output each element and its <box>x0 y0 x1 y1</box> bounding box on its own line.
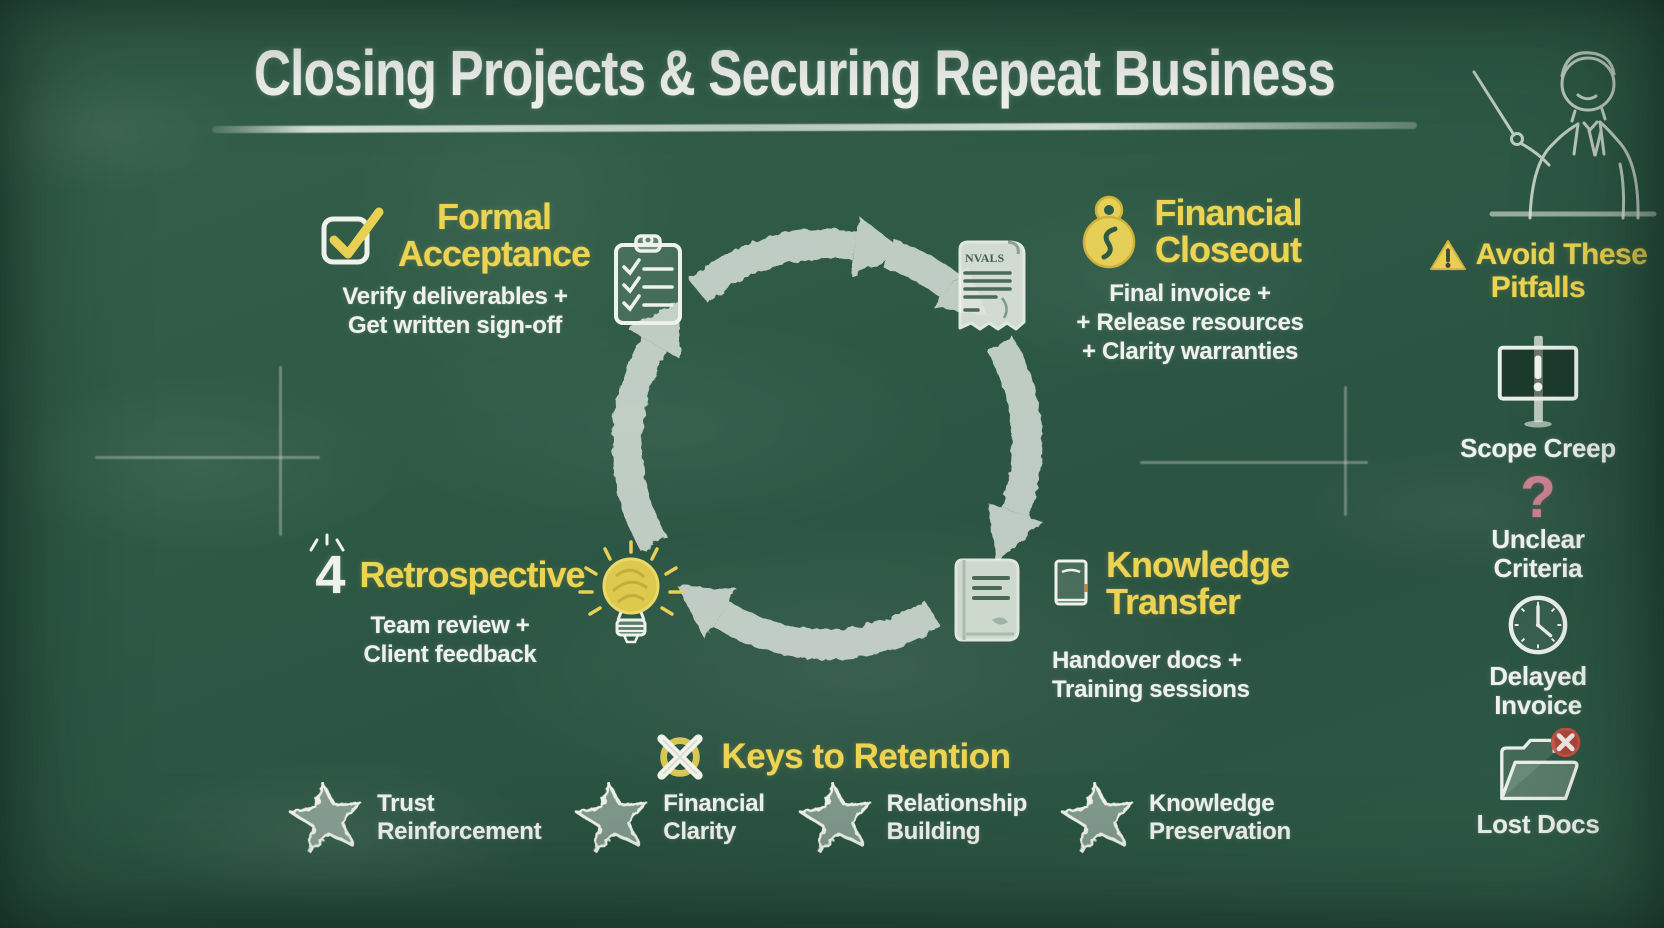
lightbulb-icon <box>578 540 684 644</box>
stage-retrospective: 4 Retrospective Team review + Client fee… <box>290 533 610 670</box>
stage-desc-line: + Release resources <box>1076 308 1304 336</box>
stage-desc-line: Team review + <box>370 612 530 639</box>
sparkle-icon <box>309 533 345 552</box>
pitfall-label-scope-creep: Scope Creep <box>1460 433 1616 464</box>
book-icon <box>954 558 1020 642</box>
retention-header: Keys to Retention <box>0 730 1664 784</box>
stage-title-line: Knowledge <box>1106 544 1290 585</box>
stage-desc-line: + Clarity warranties <box>1081 337 1299 365</box>
clipboard-checklist-icon <box>614 234 682 325</box>
star-icon <box>1061 781 1134 853</box>
receipt-gibberish-label: NVALS <box>965 251 1004 265</box>
pitfalls-title: Avoid These Pitfalls <box>1429 238 1648 304</box>
pointer-stick-icon <box>1472 70 1516 137</box>
chalk-scratch-line <box>279 366 282 536</box>
pitfall-label-lost-docs: Lost Docs <box>1476 809 1600 840</box>
stage-desc-line: Client feedback <box>363 640 537 668</box>
retention-label-line: Trust <box>377 790 435 818</box>
star-icon <box>289 781 362 853</box>
lost-folder-icon <box>1500 728 1581 801</box>
stage-title-line: Closeout <box>1154 229 1302 270</box>
retention-label-line: Preservation <box>1149 818 1291 845</box>
retention-label-line: Clarity <box>663 818 736 845</box>
stage-knowledge-transfer: Knowledge Transfer Handover docs + Train… <box>1052 546 1352 704</box>
retention-item: Relationship Building <box>799 778 1027 858</box>
money-bag-icon <box>1083 195 1136 269</box>
stage-title-line: Financial <box>1154 191 1302 233</box>
retention-item: Knowledge Preservation <box>1061 778 1291 858</box>
stage-title-line: Transfer <box>1106 581 1241 623</box>
chalk-scratch-line <box>95 456 320 459</box>
title-underline <box>211 121 1418 134</box>
stage-desc-line: Verify deliverables + <box>342 282 568 310</box>
pitfall-label-unclear-criteria: Unclear Criteria <box>1491 523 1585 583</box>
chalk-scratch-line <box>1344 386 1347 516</box>
star-icon <box>799 781 871 853</box>
retention-label-line: Building <box>886 818 981 845</box>
crossed-keys-icon <box>657 734 704 780</box>
stage-financial-closeout: Financial Closeout Final invoice + + Rel… <box>1020 192 1360 366</box>
retention-label-line: Reinforcement <box>377 818 542 845</box>
number-4: 4 <box>309 533 345 602</box>
stage-desc-line: Get written sign-off <box>348 311 562 339</box>
retention-title: Keys to Retention <box>721 737 1011 776</box>
warning-triangle-icon <box>1429 239 1466 271</box>
clock-icon <box>1508 595 1568 655</box>
stage-desc-line: Final invoice + <box>1109 280 1271 307</box>
retention-item: Financial Clarity <box>575 778 765 858</box>
retention-stars-row: Trust Reinforcement Financial Clarity Re… <box>40 778 1540 858</box>
presenter-illustration <box>1472 51 1657 220</box>
retention-label-line: Relationship <box>886 790 1028 818</box>
pitfalls-title-line: Pitfalls <box>1490 271 1586 304</box>
pitfalls-sidebar: Avoid These Pitfalls Scope Creep ? Uncle… <box>1418 238 1658 839</box>
checkbox-check-icon <box>321 207 384 265</box>
stage-title-line: Acceptance <box>397 233 591 275</box>
page-title: Closing Projects & Securing Repeat Busin… <box>254 37 1336 109</box>
retention-label-line: Financial <box>663 790 765 818</box>
retention-label-line: Knowledge <box>1149 790 1275 818</box>
question-mark-icon: ? <box>1520 464 1556 530</box>
stage-desc-line: Training sessions <box>1052 675 1250 703</box>
stage-desc-line: Handover docs + <box>1052 646 1242 674</box>
book-icon <box>1054 559 1088 606</box>
retention-item: Trust Reinforcement <box>289 778 542 858</box>
pitfall-label-delayed-invoice: Delayed Invoice <box>1489 660 1587 720</box>
warning-sign-icon <box>1497 336 1579 428</box>
pitfalls-title-line: Avoid These <box>1475 237 1648 271</box>
cycle-arrows-icon <box>612 216 1043 660</box>
chalk-scratch-line <box>1140 461 1368 464</box>
stage-title-line: Formal <box>436 196 552 237</box>
stage-title-line: Retrospective <box>359 554 585 596</box>
stage-formal-acceptance: Formal Acceptance Verify deliverables + … <box>300 198 610 340</box>
star-icon <box>576 781 648 853</box>
receipt-icon: NVALS <box>958 240 1026 331</box>
